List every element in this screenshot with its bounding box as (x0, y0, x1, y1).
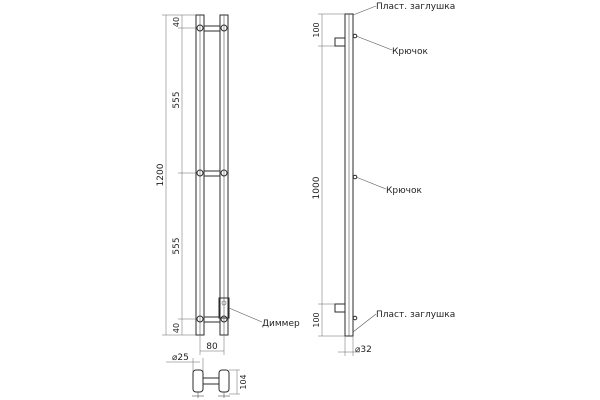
dim-side-top: 100 (312, 22, 321, 37)
bottom-cap-label: Пласт. заглушка (376, 310, 455, 320)
hook-middle-label: Крючок (386, 186, 423, 196)
dim-depth: 104 (239, 374, 248, 389)
top-bracket (334, 37, 346, 47)
front-view: Диммер 1200 40 555 555 40 80 (156, 14, 300, 355)
middle-crossbar (203, 170, 221, 177)
dim-lower-span: 555 (172, 237, 182, 254)
dim-bottom-gap: 40 (172, 323, 181, 333)
dim-side-middle: 1000 (312, 176, 322, 199)
bottom-crossbar (203, 316, 221, 323)
top-crossbar (203, 25, 221, 32)
dim-side-bottom: 100 (312, 312, 321, 327)
plan-view: ⌀25 104 (166, 353, 248, 398)
dim-width: 80 (206, 342, 218, 352)
dim-side-diameter: ⌀32 (355, 345, 372, 355)
dim-top-gap: 40 (172, 17, 181, 27)
dim-upper-span: 555 (172, 91, 182, 108)
top-cap-label: Пласт. заглушка (376, 2, 455, 12)
hook-upper-label: Крючок (392, 47, 429, 57)
bottom-cap-marker (352, 315, 358, 321)
dimmer-label: Диммер (262, 319, 300, 329)
dim-tube-diameter: ⌀25 (172, 353, 189, 363)
side-view: Пласт. заглушка Крючок Крючок Пласт. заг… (312, 2, 455, 356)
bottom-bracket (334, 303, 346, 313)
dimmer-leader (228, 307, 263, 323)
dim-total-height: 1200 (156, 163, 166, 186)
plan-tube-left (192, 369, 204, 393)
plan-tube-right (218, 369, 230, 393)
